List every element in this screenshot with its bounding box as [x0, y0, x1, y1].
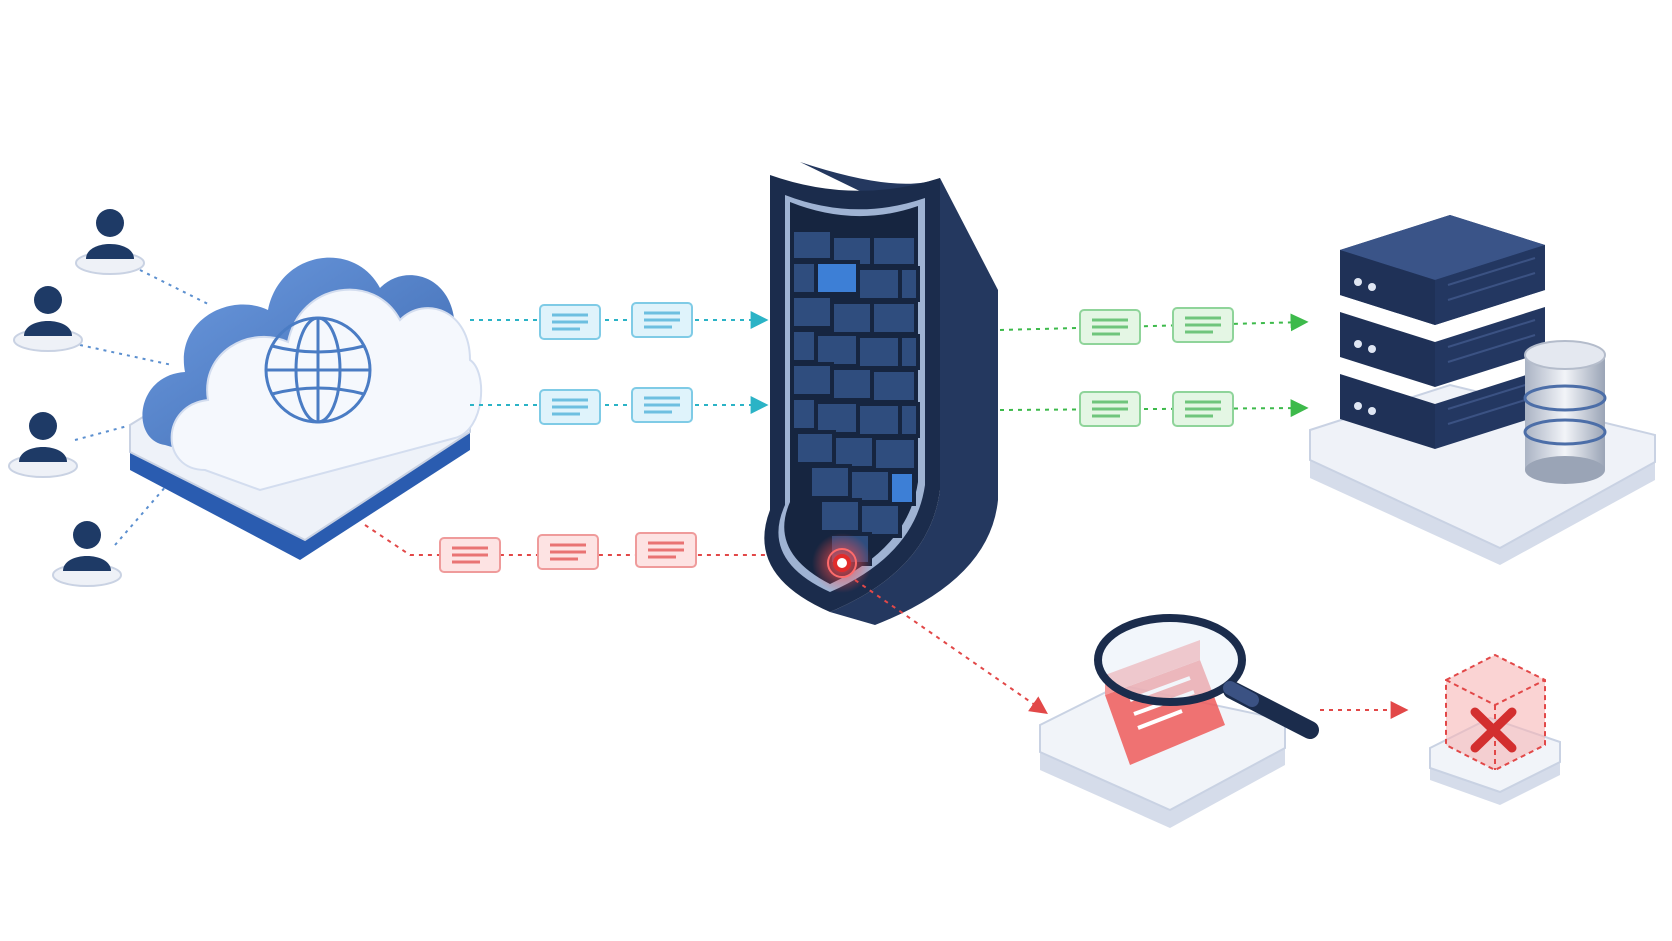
packet-icon — [1079, 391, 1141, 427]
packet-icon — [1172, 391, 1234, 427]
packet-icon — [539, 304, 601, 340]
packet-icon — [635, 532, 697, 568]
server-rack-icon — [1340, 215, 1545, 449]
outbound-allowed-flow — [999, 307, 1309, 345]
user-icon — [52, 521, 122, 587]
user-icon — [75, 209, 145, 275]
cloud-globe-icon — [129, 257, 483, 560]
inbound-allowed-flow — [470, 387, 769, 425]
inbound-allowed-flow — [470, 302, 769, 340]
packet-icon — [1079, 309, 1141, 345]
database-icon — [1523, 340, 1607, 484]
packet-icon — [537, 534, 599, 570]
blocked-inbound-flow — [364, 524, 809, 573]
packet-icon — [1172, 307, 1234, 343]
blocked-inspection-flow — [854, 579, 1048, 715]
threat-hit-icon — [812, 533, 872, 593]
user-icon — [8, 412, 78, 478]
outbound-allowed-flow — [999, 391, 1309, 427]
packet-icon — [631, 302, 693, 338]
magnifying-glass-icon — [1094, 614, 1319, 739]
blocked-cube-icon — [1445, 653, 1546, 772]
packet-icon — [439, 537, 501, 573]
globe-icon — [264, 316, 372, 424]
packet-icon — [539, 389, 601, 425]
user-icon — [13, 286, 83, 352]
close-icon — [1470, 707, 1517, 753]
firewall-shield-icon — [764, 162, 998, 625]
packet-icon — [631, 387, 693, 423]
brick-wall — [790, 228, 920, 566]
